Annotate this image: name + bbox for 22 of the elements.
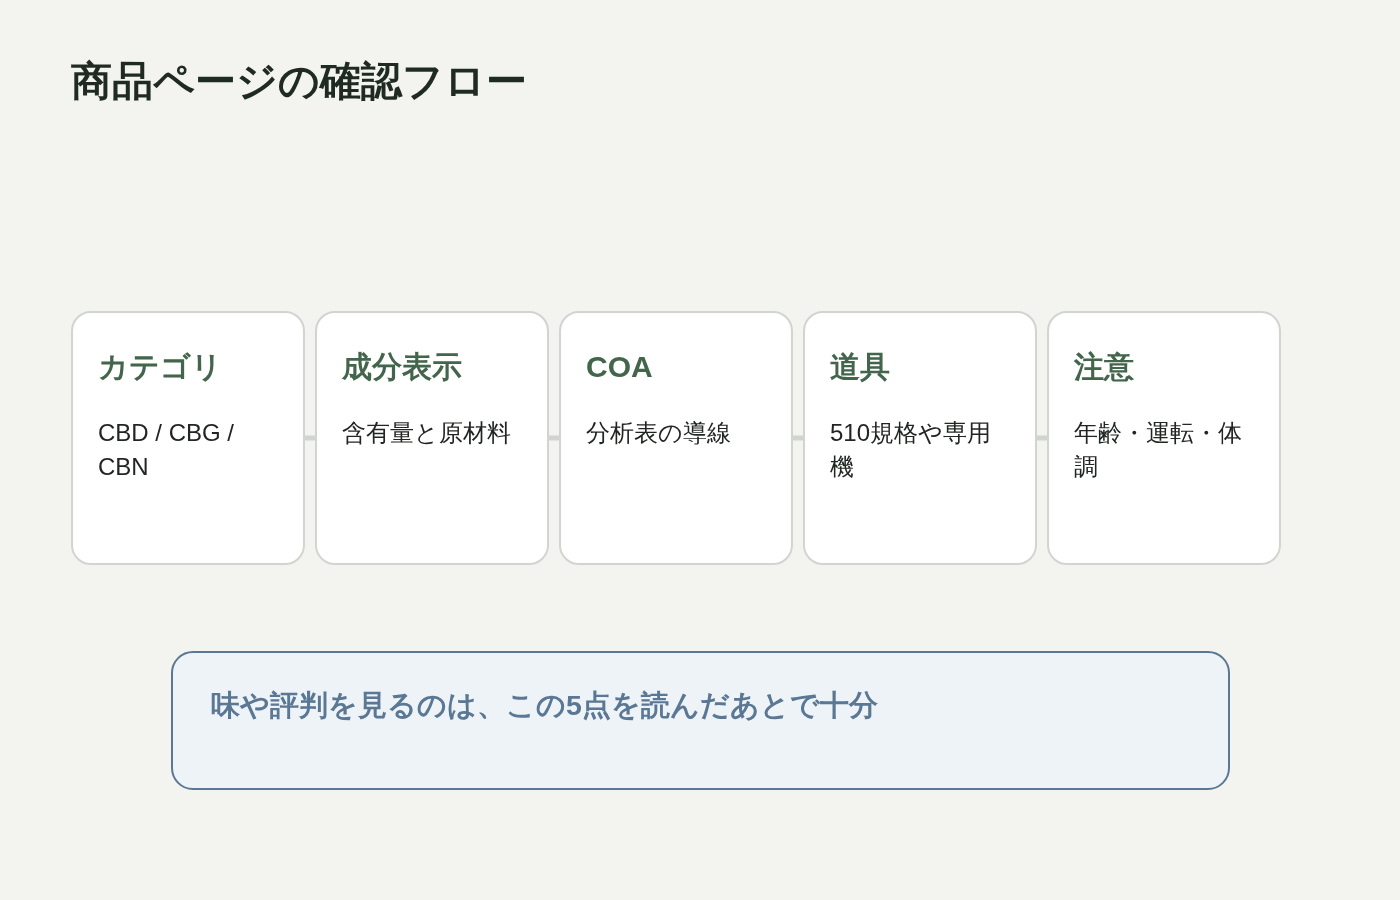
connector-line bbox=[1037, 435, 1047, 441]
step-card bbox=[71, 311, 305, 565]
connector-line bbox=[793, 435, 803, 441]
step-card bbox=[315, 311, 549, 565]
step-heading: 注意 bbox=[1074, 349, 1135, 385]
step-description: 含有量と原材料 bbox=[342, 418, 512, 448]
note-box bbox=[171, 651, 1230, 790]
step-heading: 成分表示 bbox=[342, 349, 463, 385]
step-card bbox=[559, 311, 793, 565]
step-card bbox=[1047, 311, 1281, 565]
step-heading: 道具 bbox=[830, 349, 891, 385]
step-heading: カテゴリ bbox=[98, 349, 223, 385]
note-text: 味や評判を見るのは、この5点を読んだあとで十分 bbox=[211, 688, 878, 723]
step-heading: COA bbox=[586, 349, 654, 385]
step-description: 510規格や専用機 bbox=[830, 418, 993, 482]
step-description: 年齢・運転・体調 bbox=[1074, 418, 1243, 482]
step-description: CBD / CBG / CBN bbox=[98, 418, 236, 482]
connector-line bbox=[305, 435, 315, 441]
step-card bbox=[803, 311, 1037, 565]
connector-line bbox=[549, 435, 559, 441]
step-description: 分析表の導線 bbox=[586, 418, 732, 448]
diagram-title: 商品ページの確認フロー bbox=[71, 57, 527, 106]
